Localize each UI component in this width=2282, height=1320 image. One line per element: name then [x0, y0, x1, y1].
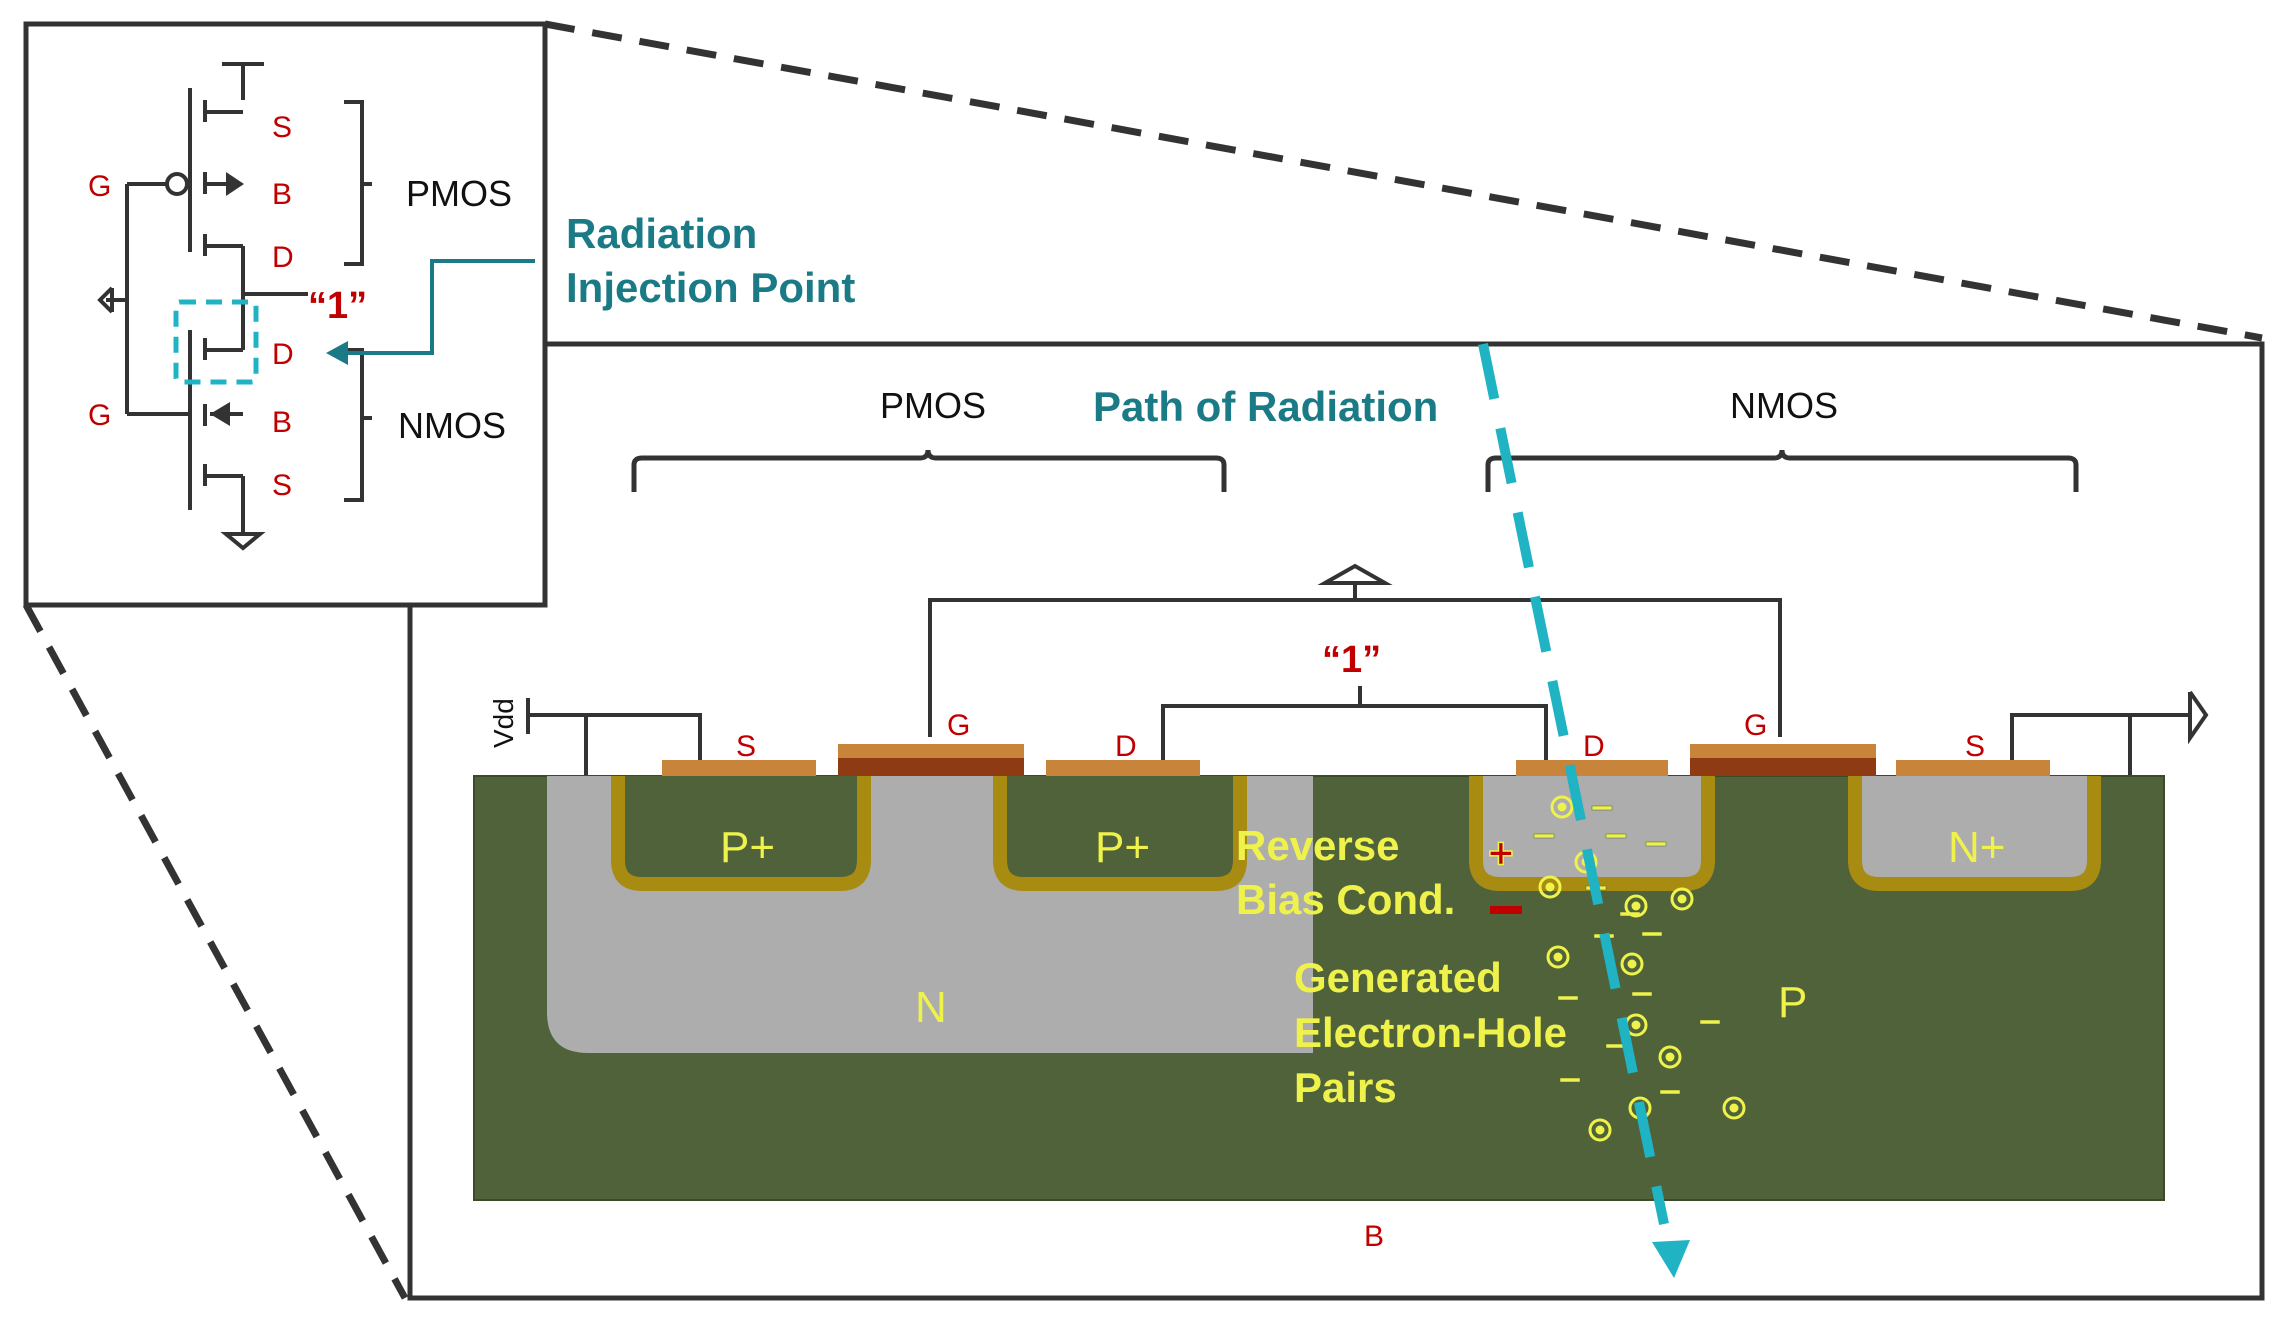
inset-nmos-label: NMOS — [398, 405, 506, 446]
xs-nmos-source: S — [1965, 730, 1985, 763]
pmos-body-arrow — [226, 172, 244, 196]
inset-frame — [23, 21, 548, 608]
xs-pmos-label: PMOS — [880, 385, 986, 426]
inset-pmos-label: PMOS — [406, 173, 512, 214]
inset-output-value: “1” — [308, 285, 367, 327]
xs-output-value: “1” — [1322, 639, 1381, 681]
p-plus-diffusion-2 — [993, 776, 1247, 891]
radiation-path — [1478, 342, 1669, 1226]
p-plus-diffusion-1 — [611, 776, 871, 891]
xs-pmos-gate: G — [947, 709, 970, 742]
generated-line2: Electron-Hole — [1294, 1009, 1567, 1056]
inset-nmos-source: S — [272, 469, 292, 502]
callout-line2: Injection Point — [566, 264, 855, 311]
nmos-body-arrow — [210, 402, 230, 426]
electron-markers — [1533, 805, 1721, 1095]
xs-contacts — [662, 744, 2050, 776]
inset-pmos-source: S — [272, 111, 292, 144]
nmos-source-output-arrow — [2188, 690, 2209, 745]
reverse-bias-line2: Bias Cond. — [1236, 876, 1455, 923]
inset-gate-top: G — [88, 170, 111, 203]
radiation-arrowhead — [1652, 1240, 1690, 1278]
xs-nmos-gate: G — [1744, 709, 1767, 742]
region-p-plus-1: P+ — [720, 823, 775, 872]
xs-pmos-source: S — [736, 730, 756, 763]
gate-output-symbol — [1317, 563, 1393, 585]
n-plus-diffusion-source — [1848, 776, 2101, 891]
generated-line1: Generated — [1294, 954, 1502, 1001]
inset-nmos-drain: D — [272, 338, 294, 371]
region-n-well: N — [915, 983, 947, 1032]
xs-body-label: B — [1364, 1220, 1384, 1253]
injection-highlight-box — [173, 299, 259, 385]
xs-vdd-label: Vdd — [488, 698, 519, 748]
callout-arrowhead — [326, 341, 348, 365]
xs-nmos-label: NMOS — [1730, 385, 1838, 426]
xs-braces — [631, 449, 2079, 492]
inset-nmos-body: B — [272, 406, 292, 439]
zoom-lines — [22, 20, 2263, 1300]
reverse-bias-line1: Reverse — [1236, 822, 1399, 869]
xs-path-label: Path of Radiation — [1093, 383, 1438, 430]
region-p-substrate: P — [1778, 978, 1807, 1027]
xs-wiring — [526, 583, 2190, 776]
region-n-plus: N+ — [1948, 823, 2005, 872]
callout-arrow — [340, 259, 535, 355]
xs-nmos-drain: D — [1583, 730, 1605, 763]
inset-pmos-drain: D — [272, 241, 294, 274]
xs-pmos-drain: D — [1115, 730, 1137, 763]
depletion-plus-sign: + — [1488, 829, 1514, 878]
callout-line1: Radiation — [566, 210, 757, 257]
generated-line3: Pairs — [1294, 1064, 1397, 1111]
inset-gate-bottom: G — [88, 399, 111, 432]
region-p-plus-2: P+ — [1095, 823, 1150, 872]
depletion-minus-sign — [1490, 906, 1522, 914]
inset-pmos-body: B — [272, 178, 292, 211]
